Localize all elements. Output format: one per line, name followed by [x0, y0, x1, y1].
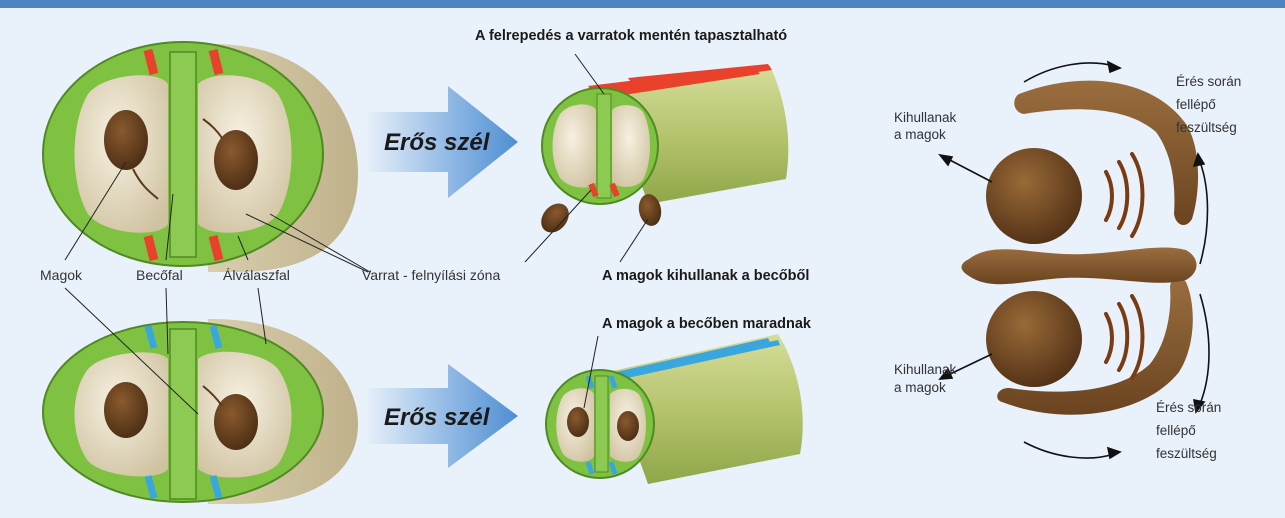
label-varrat: Varrat - felnyílási zóna [362, 267, 500, 283]
dispersal-diagram: Kihullanak a magok Kihullanak a magok Ér… [874, 14, 1278, 504]
closed-pod-seed-left [567, 407, 589, 437]
closed-pod-septum [595, 376, 608, 472]
closed-pod [546, 334, 803, 484]
replum [962, 248, 1197, 285]
falling-seed-left [536, 198, 575, 238]
opening-pod [536, 64, 789, 238]
label-magok: Magok [40, 267, 83, 283]
label-eres-top-2: fellépő [1176, 97, 1216, 112]
top-pod-seed-right [214, 130, 258, 190]
tension-marks-upper [1106, 154, 1143, 236]
seed-upper [986, 148, 1082, 244]
label-eres-bottom-3: feszültség [1156, 446, 1217, 461]
seed-lower [986, 291, 1082, 387]
label-becoben-maradnak: A magok a becőben maradnak [602, 316, 812, 332]
label-kihullanak-bottom-1: Kihullanak [894, 362, 957, 377]
seed-out-arrow-upper [946, 158, 992, 182]
tension-arrow-right-lower [1200, 294, 1209, 404]
label-felrepedes: A felrepedés a varratok mentén tapasztal… [475, 28, 787, 44]
wind-arrow-top: Erős szél [368, 86, 518, 198]
bottom-pod-cross-section [43, 319, 358, 504]
pod-comparison-panel: Erős szél Erős szél [8, 14, 868, 504]
seed-out-arrowhead-upper [940, 155, 952, 165]
dispersal-mechanism-panel: Kihullanak a magok Kihullanak a magok Ér… [874, 14, 1278, 504]
opening-pod-chamber-left [553, 104, 597, 187]
bottom-pod-seed-left [104, 382, 148, 438]
label-kihullanak-top-1: Kihullanak [894, 110, 957, 125]
tension-arrow-right-upper [1200, 162, 1208, 264]
tension-arrow-top [1024, 63, 1114, 82]
bottom-pod-septum [170, 329, 196, 499]
label-eres-top-1: Érés során [1176, 74, 1241, 89]
opening-pod-septum [597, 94, 611, 198]
tension-marks-lower [1106, 296, 1143, 378]
header-band [0, 0, 1285, 8]
label-becofal: Becőfal [136, 267, 183, 283]
opening-pod-chamber-right [612, 105, 650, 187]
pod-diagram: Erős szél Erős szél [8, 14, 868, 504]
label-alvalaszfal: Álválaszfal [223, 267, 290, 283]
label-kihullanak-bottom-2: a magok [894, 380, 946, 395]
wind-label-bottom: Erős szél [384, 404, 491, 431]
closed-pod-seed-right [617, 411, 639, 441]
wind-label-top: Erős szél [384, 129, 491, 156]
label-eres-bottom-2: fellépő [1156, 423, 1196, 438]
label-eres-top-3: feszültség [1176, 120, 1237, 135]
top-pod-septum [170, 52, 196, 257]
label-eres-bottom-1: Érés során [1156, 400, 1221, 415]
label-kihullanak-top-2: a magok [894, 127, 946, 142]
top-pod-seed-left [104, 110, 148, 170]
label-kihullanak-becobol: A magok kihullanak a becőből [602, 268, 809, 284]
tension-arrow-bottom [1024, 442, 1114, 458]
wind-arrow-bottom: Erős szél [368, 364, 518, 468]
